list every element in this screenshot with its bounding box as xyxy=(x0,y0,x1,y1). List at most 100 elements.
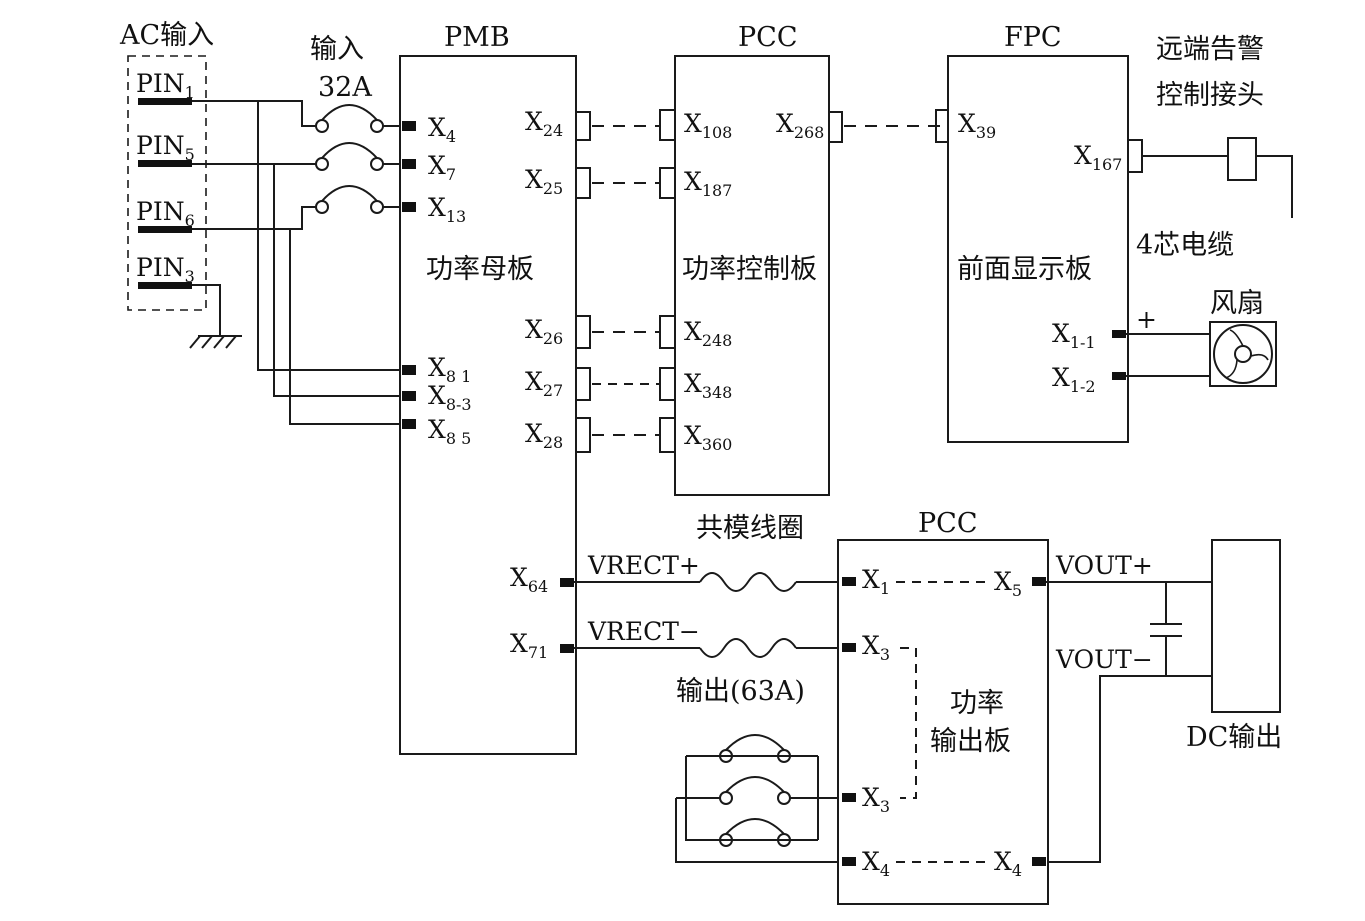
pin3-label: PIN3 xyxy=(136,253,195,286)
pmb-x8-5-label: X8 5 xyxy=(428,415,471,448)
pin1-label: PIN1 xyxy=(136,69,195,102)
pmb-x26-label: X26 xyxy=(525,315,563,348)
ground-icon xyxy=(189,335,242,349)
pcc-bottom-box xyxy=(837,539,1049,905)
pcc-pad xyxy=(842,577,856,586)
fan-plus-label: + xyxy=(1136,305,1157,334)
pcc-connector xyxy=(829,111,843,143)
input-wiring: 输入 32A xyxy=(192,34,402,425)
cable-label: 4芯电缆 xyxy=(1136,230,1234,261)
pin6-wire xyxy=(192,206,316,230)
pmb-x71-label: X71 xyxy=(510,629,548,662)
fpc-x1-2-label: X1-2 xyxy=(1052,363,1096,396)
output-label: 输出(63A) xyxy=(676,676,805,707)
pmb-x25-label: X25 xyxy=(525,165,563,198)
capacitor-icon xyxy=(1150,582,1182,676)
output-wiring: 共模线圈 VRECT+ VRECT− 输出(63A) xyxy=(574,513,842,863)
pmb-x8-3-label: X8-3 xyxy=(428,381,472,414)
pcc-x248-label: X248 xyxy=(684,317,732,350)
pcc-bottom-name-1: 功率 xyxy=(950,688,1004,719)
fuse-icon xyxy=(719,818,791,847)
pmb-pad xyxy=(560,578,574,587)
fuse-label-line1: 输入 xyxy=(310,34,364,65)
pcc-top-name: 功率控制板 xyxy=(682,254,817,285)
vout-minus-label: VOUT− xyxy=(1055,645,1153,674)
remote-wire xyxy=(1256,155,1293,218)
fpc-x39-label: X39 xyxy=(958,109,996,142)
pcc-pad xyxy=(842,643,856,652)
pmb-x13-label: X13 xyxy=(428,193,466,226)
pmb-connector xyxy=(576,167,591,199)
pcc-connector xyxy=(659,417,675,453)
pcc-top-box xyxy=(674,55,830,496)
pmb-pad xyxy=(402,202,416,212)
pcc-x4b-label: X4 xyxy=(994,847,1022,880)
pcc-x5-label: X5 xyxy=(994,567,1022,600)
pin1-wire xyxy=(192,100,316,127)
pmb-connector xyxy=(576,315,591,349)
remote-connector-icon xyxy=(1227,137,1257,181)
fuse-icon xyxy=(719,734,791,763)
pin6-label: PIN6 xyxy=(136,197,195,230)
remote-line2: 控制接头 xyxy=(1156,80,1264,111)
pcc-x187-label: X187 xyxy=(684,167,732,200)
x8-3-wire xyxy=(273,164,402,397)
pcc-x348-label: X348 xyxy=(684,369,732,402)
pmb-name: 功率母板 xyxy=(426,254,534,285)
fpc-connector xyxy=(935,109,948,143)
fuse-icon xyxy=(315,104,402,133)
pcc-pad xyxy=(842,793,856,802)
pcc-pad xyxy=(1032,857,1046,866)
pmb-connector xyxy=(576,367,591,401)
pcc-x3-label: X3 xyxy=(862,631,890,664)
pcc-pad xyxy=(1032,577,1046,586)
pcc-x3b-label: X3 xyxy=(862,783,890,816)
pmb-x4-label: X4 xyxy=(428,113,456,146)
fpc-x167-label: X167 xyxy=(1074,141,1122,174)
pcc-x1-label: X1 xyxy=(862,565,890,598)
pcc-pad xyxy=(842,857,856,866)
fpc-board: FPC 前面显示板 X39 X167 X1-1 X1-2 xyxy=(935,22,1143,443)
fuse-bank-wire xyxy=(675,798,842,863)
fpc-connector xyxy=(1128,139,1143,173)
pcc-bottom-title: PCC xyxy=(918,508,977,539)
pmb-x7-label: X7 xyxy=(428,151,456,184)
fan-group: 风扇 + xyxy=(1126,288,1277,387)
pmb-pad xyxy=(402,391,416,401)
pin5-label: PIN5 xyxy=(136,131,195,164)
pmb-x64-label: X64 xyxy=(510,563,548,596)
x8-5-wire xyxy=(289,229,402,425)
common-mode-label: 共模线圈 xyxy=(696,513,804,544)
remote-line1: 远端告警 xyxy=(1156,34,1264,65)
fpc-x1-1-label: X1-1 xyxy=(1052,319,1096,352)
pmb-pad xyxy=(402,365,416,375)
pmb-x24-label: X24 xyxy=(525,107,563,140)
pcc-connector xyxy=(659,109,675,141)
pmb-pad xyxy=(402,159,416,169)
pmb-x8-1-label: X8 1 xyxy=(428,353,471,386)
remote-alarm-group: 远端告警 控制接头 4芯电缆 xyxy=(1136,34,1293,261)
pcc-x4-label: X4 xyxy=(862,847,890,880)
coil-icon xyxy=(699,572,797,592)
pcc-control-board: PCC 功率控制板 X108 X187 X248 X348 X360 X268 xyxy=(659,22,940,496)
dc-output-label: DC输出 xyxy=(1186,722,1282,753)
pmb-pad xyxy=(402,419,416,429)
ac-input-title: AC输入 xyxy=(119,20,214,51)
fan-icon xyxy=(1209,321,1277,387)
pmb-pad xyxy=(402,121,416,131)
pmb-x27-label: X27 xyxy=(525,367,563,400)
dc-output-group: VOUT+ VOUT− DC输出 xyxy=(1046,539,1282,863)
pin3-wire xyxy=(192,284,221,336)
pcc-connector xyxy=(659,367,675,401)
pcc-internal-link xyxy=(900,647,917,799)
dc-output-box xyxy=(1211,539,1281,713)
fuse-icon xyxy=(315,142,402,171)
vout-plus-label: VOUT+ xyxy=(1055,551,1153,580)
pcc-bottom-name-2: 输出板 xyxy=(930,726,1011,757)
pcc-connector xyxy=(659,315,675,349)
pcc-output-board: PCC 功率 输出板 X1 X3 X3 X4 X5 X4 xyxy=(837,508,1049,905)
ac-input-dashed-box xyxy=(127,55,207,311)
pin1-bar xyxy=(138,98,192,105)
fuse-icon xyxy=(719,776,791,805)
